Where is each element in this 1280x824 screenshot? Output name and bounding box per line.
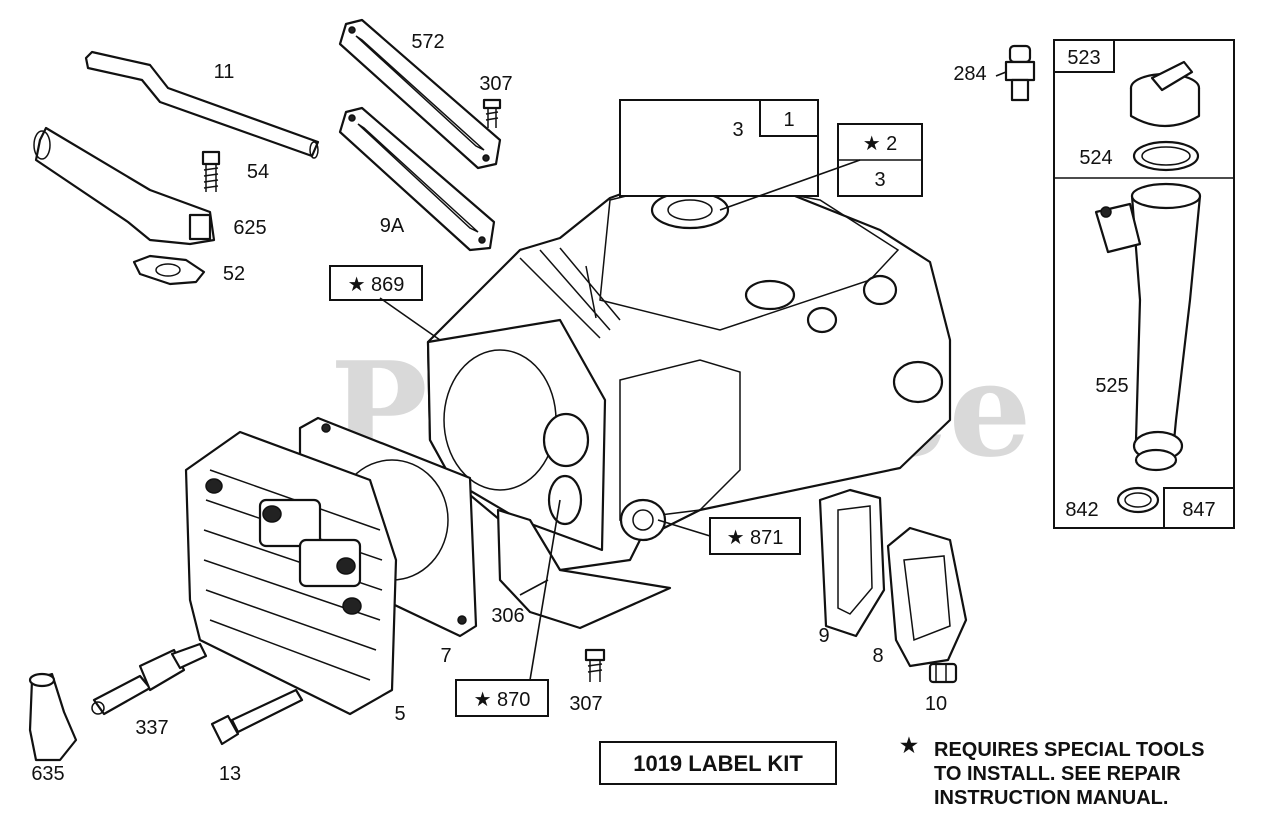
label-307-bottom: 307 bbox=[569, 693, 602, 715]
part-52-gasket[interactable] bbox=[132, 254, 206, 286]
part-284-plug[interactable] bbox=[1004, 44, 1036, 102]
box-label-869: ★ 869 bbox=[348, 274, 405, 296]
box-869 bbox=[329, 265, 423, 301]
label-9: 9 bbox=[818, 625, 829, 647]
note-line-1: REQUIRES SPECIAL TOOLS bbox=[934, 739, 1204, 761]
label-524: 524 bbox=[1079, 147, 1112, 169]
label-525: 525 bbox=[1095, 375, 1128, 397]
note-line-3: INSTRUCTION MANUAL. bbox=[934, 787, 1168, 809]
box-label-523: 523 bbox=[1067, 47, 1100, 69]
label-10: 10 bbox=[925, 693, 947, 715]
part-307-screw-top[interactable] bbox=[482, 98, 502, 128]
note-star: ★ bbox=[900, 735, 918, 757]
label-625: 625 bbox=[233, 217, 266, 239]
part-10-plug[interactable] bbox=[928, 662, 958, 684]
part-625-breather-tube[interactable] bbox=[33, 126, 216, 246]
part-9A-gasket[interactable] bbox=[338, 106, 496, 252]
label-9A: 9A bbox=[380, 215, 405, 237]
box-label-847: 847 bbox=[1182, 499, 1215, 521]
label-842: 842 bbox=[1065, 499, 1098, 521]
part-9-gasket[interactable] bbox=[818, 488, 886, 638]
label-5: 5 bbox=[394, 703, 405, 725]
label-307-top: 307 bbox=[479, 73, 512, 95]
label-7: 7 bbox=[440, 645, 451, 667]
part-842-o-ring[interactable] bbox=[1116, 486, 1160, 514]
label-52: 52 bbox=[223, 263, 245, 285]
part-635-spark-plug-boot[interactable] bbox=[28, 672, 78, 762]
box-label-870: ★ 870 bbox=[474, 689, 531, 711]
part-13-bolt[interactable] bbox=[210, 688, 304, 746]
label-306: 306 bbox=[491, 605, 524, 627]
box-label-1: 1 bbox=[783, 109, 794, 131]
part-525-dipstick-tube[interactable] bbox=[1094, 182, 1202, 472]
part-54-screw[interactable] bbox=[201, 150, 221, 192]
part-8-cover[interactable] bbox=[886, 526, 968, 668]
part-523-dipstick-cap[interactable] bbox=[1129, 60, 1201, 127]
part-572-gasket[interactable] bbox=[338, 18, 502, 170]
part-307-screw-bottom[interactable] bbox=[584, 648, 606, 682]
part-524-o-ring[interactable] bbox=[1132, 140, 1200, 172]
box-870 bbox=[455, 679, 549, 717]
box-label-2: ★ 2 bbox=[863, 133, 898, 155]
label-11: 11 bbox=[214, 61, 235, 83]
label-572: 572 bbox=[411, 31, 444, 53]
part-11-tube[interactable] bbox=[84, 50, 320, 159]
callout-box-group-1 bbox=[619, 99, 923, 197]
label-337: 337 bbox=[135, 717, 168, 739]
part-5-cylinder-head[interactable] bbox=[184, 430, 398, 716]
box-label-871: ★ 871 bbox=[727, 527, 784, 549]
label-3: 3 bbox=[732, 119, 743, 141]
box-label-3: 3 bbox=[874, 169, 885, 191]
part-cylinder-block[interactable] bbox=[426, 177, 952, 630]
label-kit-box bbox=[599, 741, 837, 785]
leader-lines bbox=[379, 71, 1007, 681]
label-284: 284 bbox=[953, 63, 986, 85]
label-54: 54 bbox=[247, 161, 269, 183]
label-13: 13 bbox=[219, 763, 241, 785]
label-635: 635 bbox=[31, 763, 64, 785]
note-line-2: TO INSTALL. SEE REPAIR bbox=[934, 763, 1181, 785]
label-8: 8 bbox=[872, 645, 883, 667]
part-337-spark-plug[interactable] bbox=[91, 642, 208, 716]
label-kit-text: 1019 LABEL KIT bbox=[633, 751, 803, 776]
leader-306 bbox=[519, 579, 549, 596]
